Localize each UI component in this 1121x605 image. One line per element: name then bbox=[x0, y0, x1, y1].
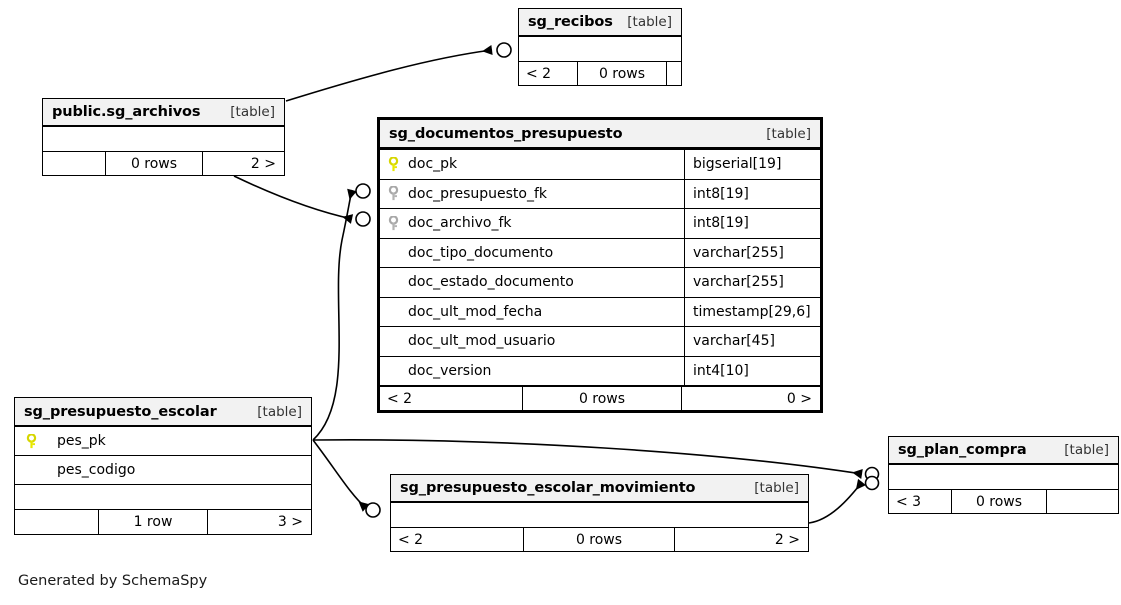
table-type-tag: [table] bbox=[766, 125, 811, 142]
table-type-tag: [table] bbox=[1064, 442, 1109, 458]
table-row-ellipsis bbox=[889, 464, 1118, 489]
table-row[interactable]: doc_version int4[10] bbox=[380, 355, 820, 385]
foreign-key-icon bbox=[380, 215, 406, 231]
table-footer: < 2 0 rows 2 > bbox=[391, 527, 808, 551]
table-footer: < 2 0 rows bbox=[519, 61, 681, 85]
table-row[interactable]: doc_ult_mod_fecha timestamp[29,6] bbox=[380, 296, 820, 326]
edge-endpoint-circle bbox=[864, 466, 880, 482]
table-title: sg_presupuesto_escolar bbox=[24, 403, 217, 420]
edge-endpoint-circle bbox=[355, 183, 371, 199]
foreign-key-icon bbox=[380, 186, 406, 201]
column-type: int8[19] bbox=[684, 209, 820, 238]
table-header: public.sg_archivos [table] bbox=[43, 99, 284, 126]
table-sg_plan_compra[interactable]: sg_plan_compra [table] < 3 0 rows bbox=[888, 436, 1119, 514]
table-row-ellipsis bbox=[519, 36, 681, 61]
primary-key-icon bbox=[15, 433, 47, 449]
edge-presupuesto-plan-compra bbox=[312, 439, 863, 479]
table-title: sg_presupuesto_escolar_movimiento bbox=[400, 480, 696, 496]
column-name: doc_archivo_fk bbox=[408, 215, 512, 232]
footer-right[interactable] bbox=[667, 62, 681, 85]
footer-right[interactable]: 2 > bbox=[250, 155, 276, 172]
footer-right[interactable]: 3 > bbox=[277, 514, 303, 530]
column-name: doc_ult_mod_usuario bbox=[408, 333, 556, 350]
table-row[interactable]: doc_ult_mod_usuario varchar[45] bbox=[380, 326, 820, 356]
table-row-ellipsis bbox=[15, 484, 311, 509]
primary-key-icon bbox=[380, 156, 406, 172]
column-type: int4[10] bbox=[684, 356, 820, 385]
footer-right[interactable] bbox=[1047, 490, 1118, 513]
table-header: sg_presupuesto_escolar_movimiento [table… bbox=[391, 475, 808, 502]
footer-left[interactable]: < 2 bbox=[526, 65, 552, 82]
footer-right[interactable]: 2 > bbox=[774, 531, 800, 548]
table-row[interactable]: doc_archivo_fk int8[19] bbox=[380, 208, 820, 238]
table-footer: < 2 0 rows 0 > bbox=[380, 385, 820, 410]
table-row[interactable]: pes_codigo bbox=[15, 455, 311, 484]
edge-archivos-doc-archivo-fk bbox=[233, 175, 354, 224]
table-type-tag: [table] bbox=[754, 480, 799, 496]
table-row-ellipsis bbox=[43, 126, 284, 151]
table-sg_documentos_presupuesto[interactable]: sg_documentos_presupuesto [table] doc_pk… bbox=[377, 117, 823, 413]
edge-presupuesto-movimiento bbox=[312, 439, 370, 512]
column-name: pes_codigo bbox=[57, 462, 136, 478]
column-type: int8[19] bbox=[684, 179, 820, 208]
footer-rows: 0 rows bbox=[577, 62, 667, 85]
footer-left[interactable]: < 3 bbox=[896, 493, 922, 510]
footer-left[interactable] bbox=[15, 510, 98, 534]
table-sg_presupuesto_escolar_movimiento[interactable]: sg_presupuesto_escolar_movimiento [table… bbox=[390, 474, 809, 552]
footer-rows: 0 rows bbox=[105, 152, 203, 175]
column-name: doc_tipo_documento bbox=[408, 244, 554, 261]
footer-left[interactable]: < 2 bbox=[398, 531, 424, 548]
table-footer: < 3 0 rows bbox=[889, 489, 1118, 513]
edge-endpoint-circle bbox=[365, 502, 381, 518]
table-title: sg_plan_compra bbox=[898, 442, 1027, 458]
table-row[interactable]: doc_tipo_documento varchar[255] bbox=[380, 237, 820, 267]
column-type: varchar[45] bbox=[684, 327, 820, 356]
table-header: sg_recibos [table] bbox=[519, 9, 681, 36]
table-row[interactable]: pes_pk bbox=[15, 426, 311, 455]
footer-right[interactable]: 0 > bbox=[786, 390, 812, 407]
column-name: doc_pk bbox=[408, 156, 458, 173]
table-header: sg_documentos_presupuesto [table] bbox=[380, 120, 820, 149]
table-row-ellipsis bbox=[391, 502, 808, 527]
footer-rows: 1 row bbox=[98, 510, 208, 534]
column-name: pes_pk bbox=[57, 433, 106, 449]
table-row[interactable]: doc_pk bigserial[19] bbox=[380, 149, 820, 179]
footer-rows: 0 rows bbox=[522, 387, 682, 410]
table-sg_presupuesto_escolar[interactable]: sg_presupuesto_escolar [table] pes_pk pe… bbox=[14, 397, 312, 535]
column-name: doc_estado_documento bbox=[408, 274, 574, 291]
table-row[interactable]: doc_estado_documento varchar[255] bbox=[380, 267, 820, 297]
table-type-tag: [table] bbox=[230, 104, 275, 120]
table-sg_recibos[interactable]: sg_recibos [table] < 2 0 rows bbox=[518, 8, 682, 86]
table-footer: 0 rows 2 > bbox=[43, 151, 284, 175]
column-name: doc_version bbox=[408, 362, 492, 379]
column-name: doc_ult_mod_fecha bbox=[408, 303, 543, 320]
edge-endpoint-circle bbox=[355, 211, 371, 227]
footer-rows: 0 rows bbox=[951, 490, 1047, 513]
column-type: varchar[255] bbox=[684, 238, 820, 267]
table-title: sg_documentos_presupuesto bbox=[389, 125, 623, 142]
edge-endpoint-circle bbox=[864, 475, 880, 491]
generated-by-label: Generated by SchemaSpy bbox=[18, 573, 208, 589]
footer-left[interactable] bbox=[43, 152, 105, 175]
table-type-tag: [table] bbox=[627, 14, 672, 30]
edge-endpoint-circle bbox=[496, 42, 512, 58]
table-title: public.sg_archivos bbox=[52, 104, 201, 120]
table-title: sg_recibos bbox=[528, 14, 613, 30]
table-type-tag: [table] bbox=[257, 403, 302, 420]
edge-archivos-recibos bbox=[285, 45, 493, 102]
column-type: timestamp[29,6] bbox=[684, 297, 820, 326]
table-footer: 1 row 3 > bbox=[15, 509, 311, 534]
column-name: doc_presupuesto_fk bbox=[408, 185, 548, 202]
footer-left[interactable]: < 2 bbox=[387, 390, 413, 407]
footer-rows: 0 rows bbox=[523, 528, 675, 551]
table-header: sg_presupuesto_escolar [table] bbox=[15, 398, 311, 426]
edge-presupuesto-doc-presupuesto-fk bbox=[312, 188, 357, 441]
column-type: bigserial[19] bbox=[684, 150, 820, 179]
edge-movimiento-plan-compra bbox=[808, 478, 866, 524]
table-header: sg_plan_compra [table] bbox=[889, 437, 1118, 464]
table-row[interactable]: doc_presupuesto_fk int8[19] bbox=[380, 178, 820, 208]
table-public_sg_archivos[interactable]: public.sg_archivos [table] 0 rows 2 > bbox=[42, 98, 285, 176]
column-type: varchar[255] bbox=[684, 268, 820, 297]
